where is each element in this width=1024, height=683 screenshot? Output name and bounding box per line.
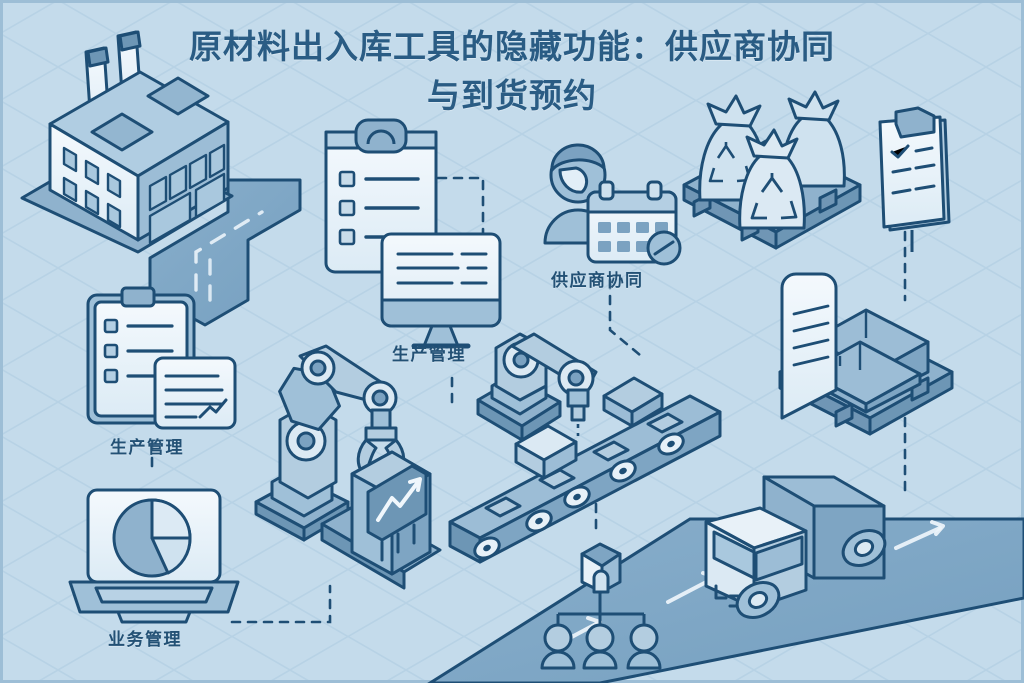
panel-chart-line — [376, 480, 420, 522]
label-business-management: 业务管理 — [108, 630, 182, 649]
truck-side-window — [754, 535, 804, 582]
delivery-truck — [704, 475, 887, 620]
check-icon — [890, 144, 910, 159]
conveyor-box-1 — [514, 424, 578, 480]
clipboard-iso-lines — [890, 144, 936, 195]
avatar-hair — [550, 143, 606, 172]
label-production-management-center: 生产管理 — [392, 345, 466, 364]
monitor-base-bar — [380, 298, 502, 328]
welder-tip — [570, 404, 586, 422]
panel-indicator-bars — [380, 523, 416, 562]
sack-right — [780, 90, 846, 188]
robot-arm-right — [476, 332, 598, 442]
label-supplier-collaboration: 供应商协同 — [551, 271, 644, 290]
clipboard-checkbox-rows — [103, 318, 174, 384]
pallet-sacks — [682, 90, 862, 250]
conveyor-rollers — [473, 432, 685, 560]
box-tape-lines — [838, 310, 868, 370]
sack-front — [738, 128, 806, 230]
pie-chart-icon — [112, 498, 192, 578]
clipboard-document-left — [86, 286, 237, 430]
pallet-boxes — [778, 272, 954, 436]
monitor-text-lines — [396, 252, 488, 285]
avatar-face-highlight — [558, 166, 589, 194]
pallet-document-lines — [792, 304, 830, 367]
connector-supplier-to-conveyor — [608, 278, 642, 357]
clipboard-iso-clip — [894, 106, 936, 139]
panel-chart-arrowhead — [408, 477, 422, 492]
laptop-pie-chart — [68, 488, 240, 624]
desktop-monitor — [380, 232, 502, 349]
trend-arrow-icon — [198, 398, 228, 419]
clipboard-checklist-clip — [354, 118, 408, 154]
factory-building — [20, 30, 234, 254]
conveyor-belt — [448, 376, 722, 564]
truck-windshield — [712, 530, 756, 580]
org-chart-people — [540, 542, 662, 670]
pallet-document-sheet — [780, 272, 838, 420]
laptop-keyboard — [94, 586, 214, 604]
conveyor-box-2 — [602, 376, 664, 428]
robot-arm-left — [254, 344, 406, 542]
connector-laptop-to-panel-2 — [230, 584, 332, 624]
org-connector-lines — [556, 592, 646, 628]
clipboard-clip — [120, 286, 156, 308]
calendar-ring-left — [598, 180, 615, 201]
conveyor-slats — [484, 412, 684, 518]
recycle-icon-front — [750, 173, 798, 220]
calendar-day-cells — [598, 222, 668, 252]
control-panel — [320, 450, 442, 590]
org-people-icons — [540, 623, 662, 670]
laptop-trackpad-front — [116, 610, 192, 624]
label-production-management-left: 生产管理 — [110, 438, 184, 457]
calendar-ring-right — [646, 180, 663, 201]
clipboard-isometric — [878, 106, 951, 252]
robot-gripper-mount — [364, 426, 398, 442]
connector-clipboard-to-monitor — [436, 176, 485, 237]
calendar-widget — [586, 180, 682, 266]
